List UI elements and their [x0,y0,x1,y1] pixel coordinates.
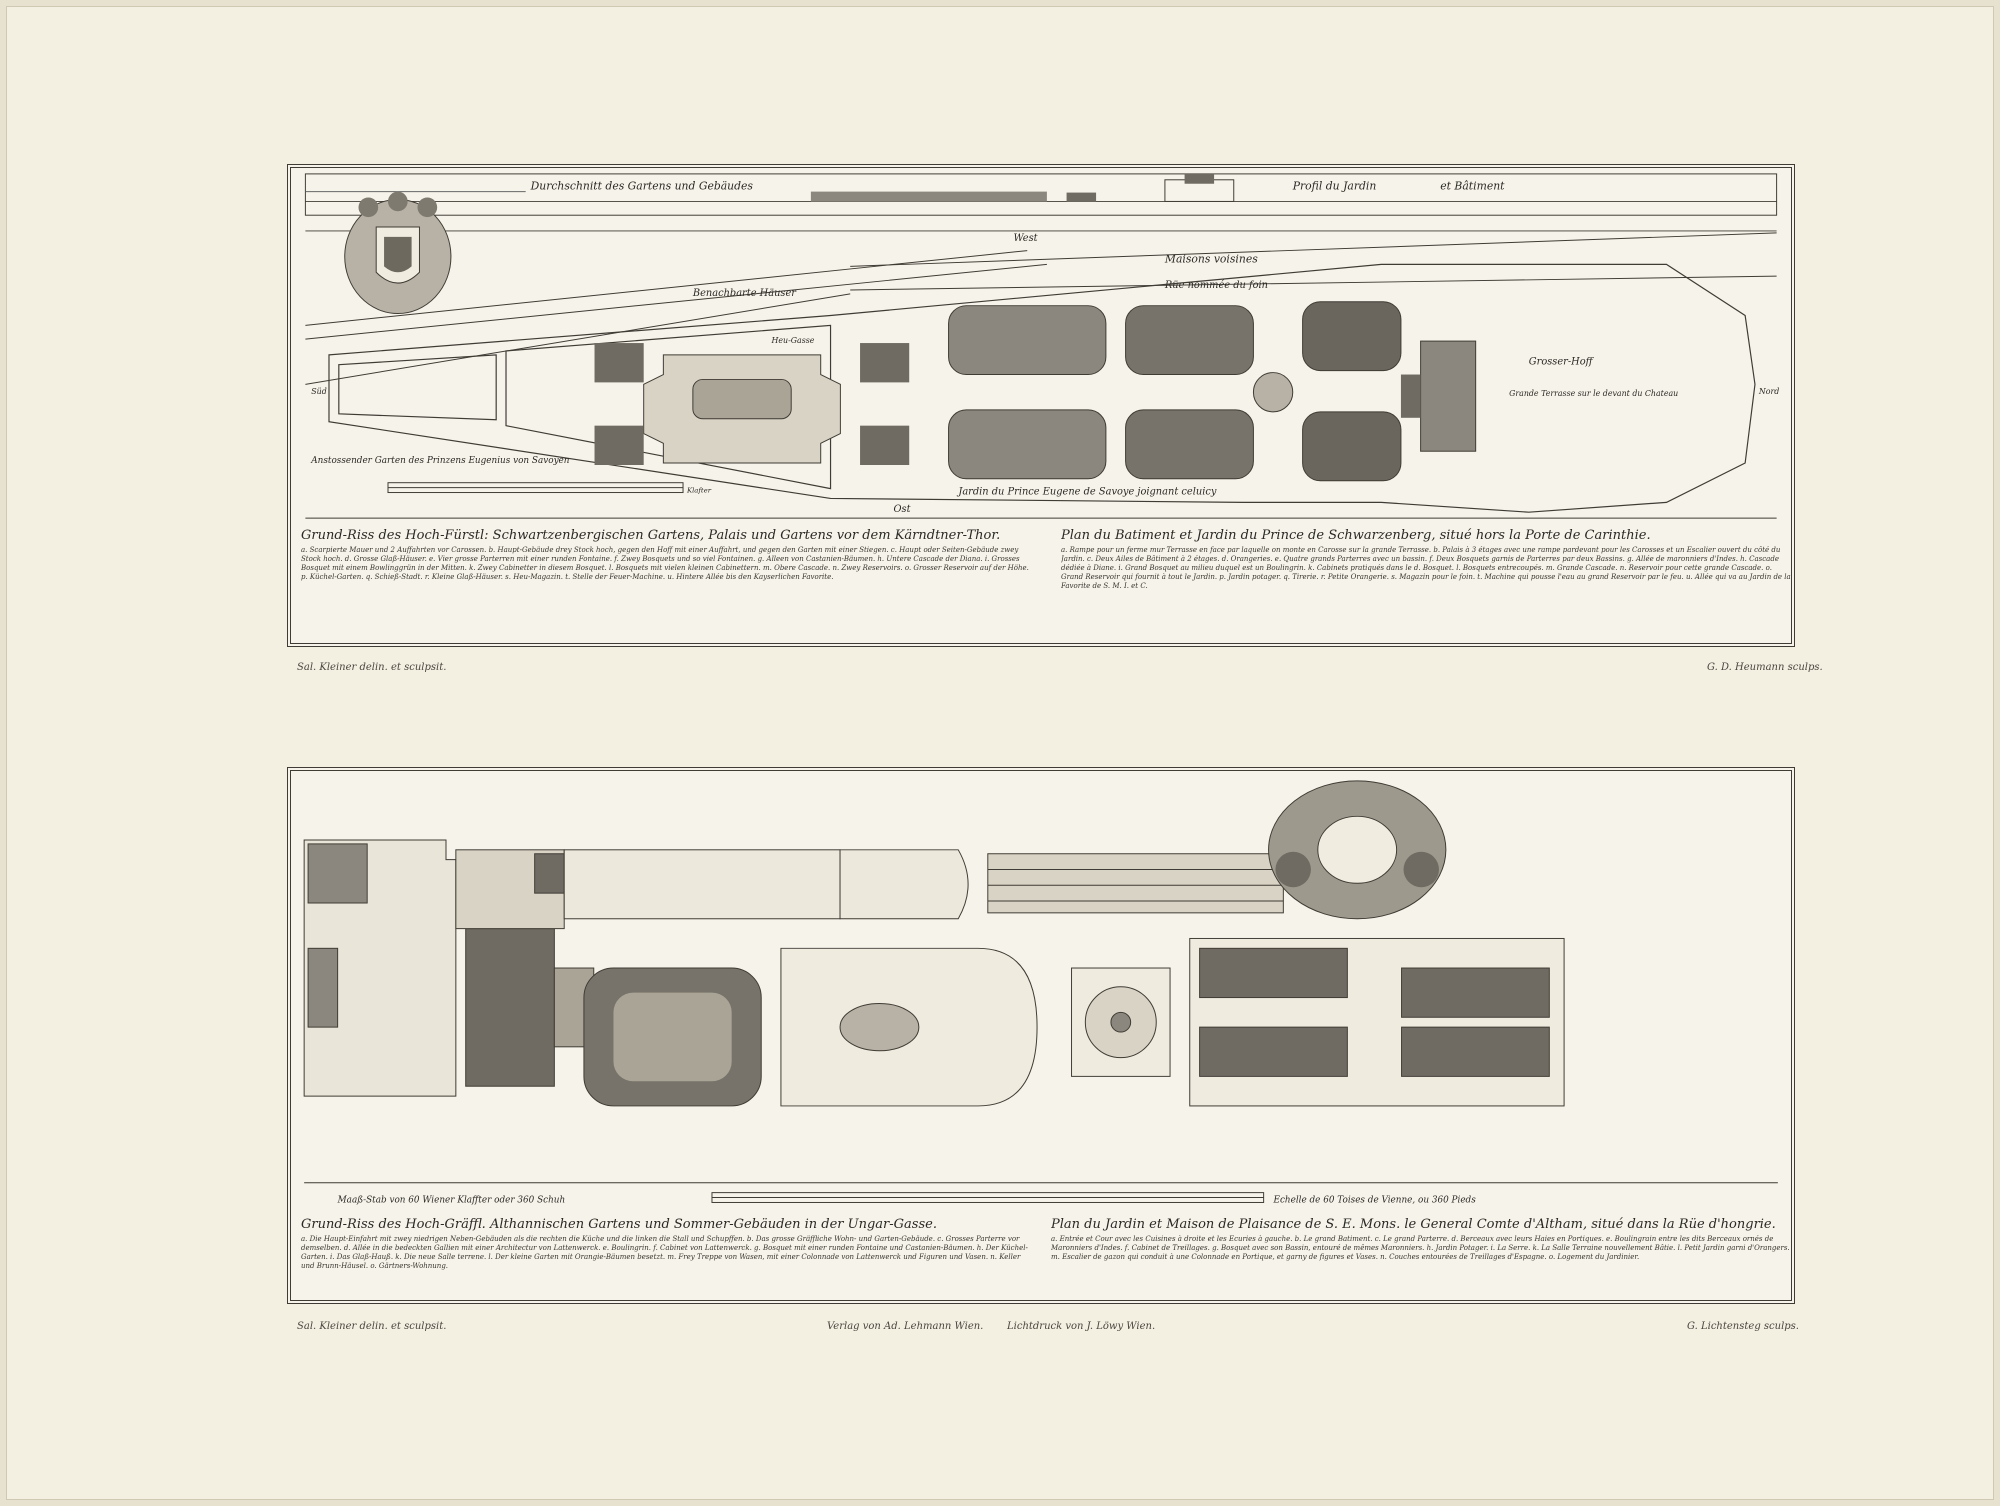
label-jardin-eugene: Jardin du Prince Eugene de Savoye joigna… [956,487,1216,498]
main-parterre [583,967,762,1107]
print-sheet: Durchschnitt des Gartens und Gebäudes Pr… [6,6,1994,1500]
althan-plan-drawing: Maaß-Stab von 60 Wiener Klaffter oder 36… [303,780,1778,1205]
bottom-scale-bar [711,1192,1265,1203]
scale-label-french: Echelle de 60 Toises de Vienne, ou 360 P… [1272,1195,1476,1205]
top-title-french: Plan du Batiment et Jardin du Prince de … [1061,528,1651,543]
profile-hedge-row [810,173,1235,202]
top-legend-french: a. Rampe pour un ferme mur Terrasse en f… [1061,546,1791,590]
parterre-beds [594,301,1402,482]
label-klafter: Klafter [686,487,712,495]
label-grande-terrasse: Grande Terrasse sur le devant du Chateau [1509,389,1678,398]
credit-publisher: Verlag von Ad. Lehmann Wien. [827,1321,984,1332]
round-bosquet [1071,967,1171,1077]
bowling-green [780,947,1038,1107]
label-rue: Rüe nommée du foin [1164,280,1268,291]
credit-top-right: G. D. Heumann sculps. [1707,662,1823,673]
profile-strip-frame [304,173,1778,216]
label-nord: Nord [1758,387,1779,396]
credit-top-left: Sal. Kleiner delin. et sculpsit. [297,662,447,673]
street-lines [305,230,1777,385]
top-legend-german: a. Scarpierte Mauer und 2 Auffahrten vor… [301,546,1029,581]
profile-title-german: Durchschnitt des Gartens und Gebäudes [530,180,754,193]
bottom-legend-french: a. Entrée et Cour avec les Cuisines à dr… [1051,1235,1790,1261]
palace-building [1400,340,1477,452]
label-nachbar-haeuser: Benachbarte Häuser [692,288,797,299]
schwarzenberg-garden-plate: Durchschnitt des Gartens und Gebäudes Pr… [287,164,1795,647]
althan-garden-plate: Maaß-Stab von 60 Wiener Klaffter oder 36… [287,767,1795,1304]
bottom-title-german: Grund-Riss des Hoch-Gräffl. Althannische… [301,1217,937,1232]
label-sued: Süd [311,387,326,396]
garden-outline [328,263,1756,513]
bottom-legend-german: a. Die Haupt-Einfahrt mit zwey niedrigen… [301,1235,1028,1270]
bottom-title-french: Plan du Jardin et Maison de Plaisance de… [1051,1217,1776,1232]
scale-label-german: Maaß-Stab von 60 Wiener Klaffter oder 36… [337,1195,566,1205]
label-grosser-hoff: Grosser-Hoff [1529,357,1595,368]
left-building-cluster [303,839,595,1097]
cartouche-emblem [1268,780,1447,920]
label-maisons-voisines: Maisons voisines [1164,252,1258,265]
top-title-german: Grund-Riss des Hoch-Fürstl: Schwartzenbe… [301,528,1001,543]
upper-terrace [563,849,1284,920]
credit-bottom-left: Sal. Kleiner delin. et sculpsit. [297,1321,447,1332]
label-ost: Ost [893,504,910,515]
profile-title-french: Profil du Jardin [1292,180,1377,193]
label-west: West [1013,233,1037,244]
credit-bottom-right: G. Lichtensteg sculps. [1687,1321,1799,1332]
label-anstossender-garten: Anstossender Garten des Prinzens Eugeniu… [310,456,570,466]
schwarzenberg-plan-drawing: Durchschnitt des Gartens und Gebäudes Pr… [304,173,1779,519]
credit-printer: Lichtdruck von J. Löwy Wien. [1007,1321,1156,1332]
kitchen-garden [1189,937,1565,1107]
label-heugasse: Heu-Gasse [771,336,815,345]
top-scale-bar [387,482,684,494]
profile-title-french-2: et Bâtiment [1440,180,1505,193]
coat-of-arms-emblem [344,191,452,315]
